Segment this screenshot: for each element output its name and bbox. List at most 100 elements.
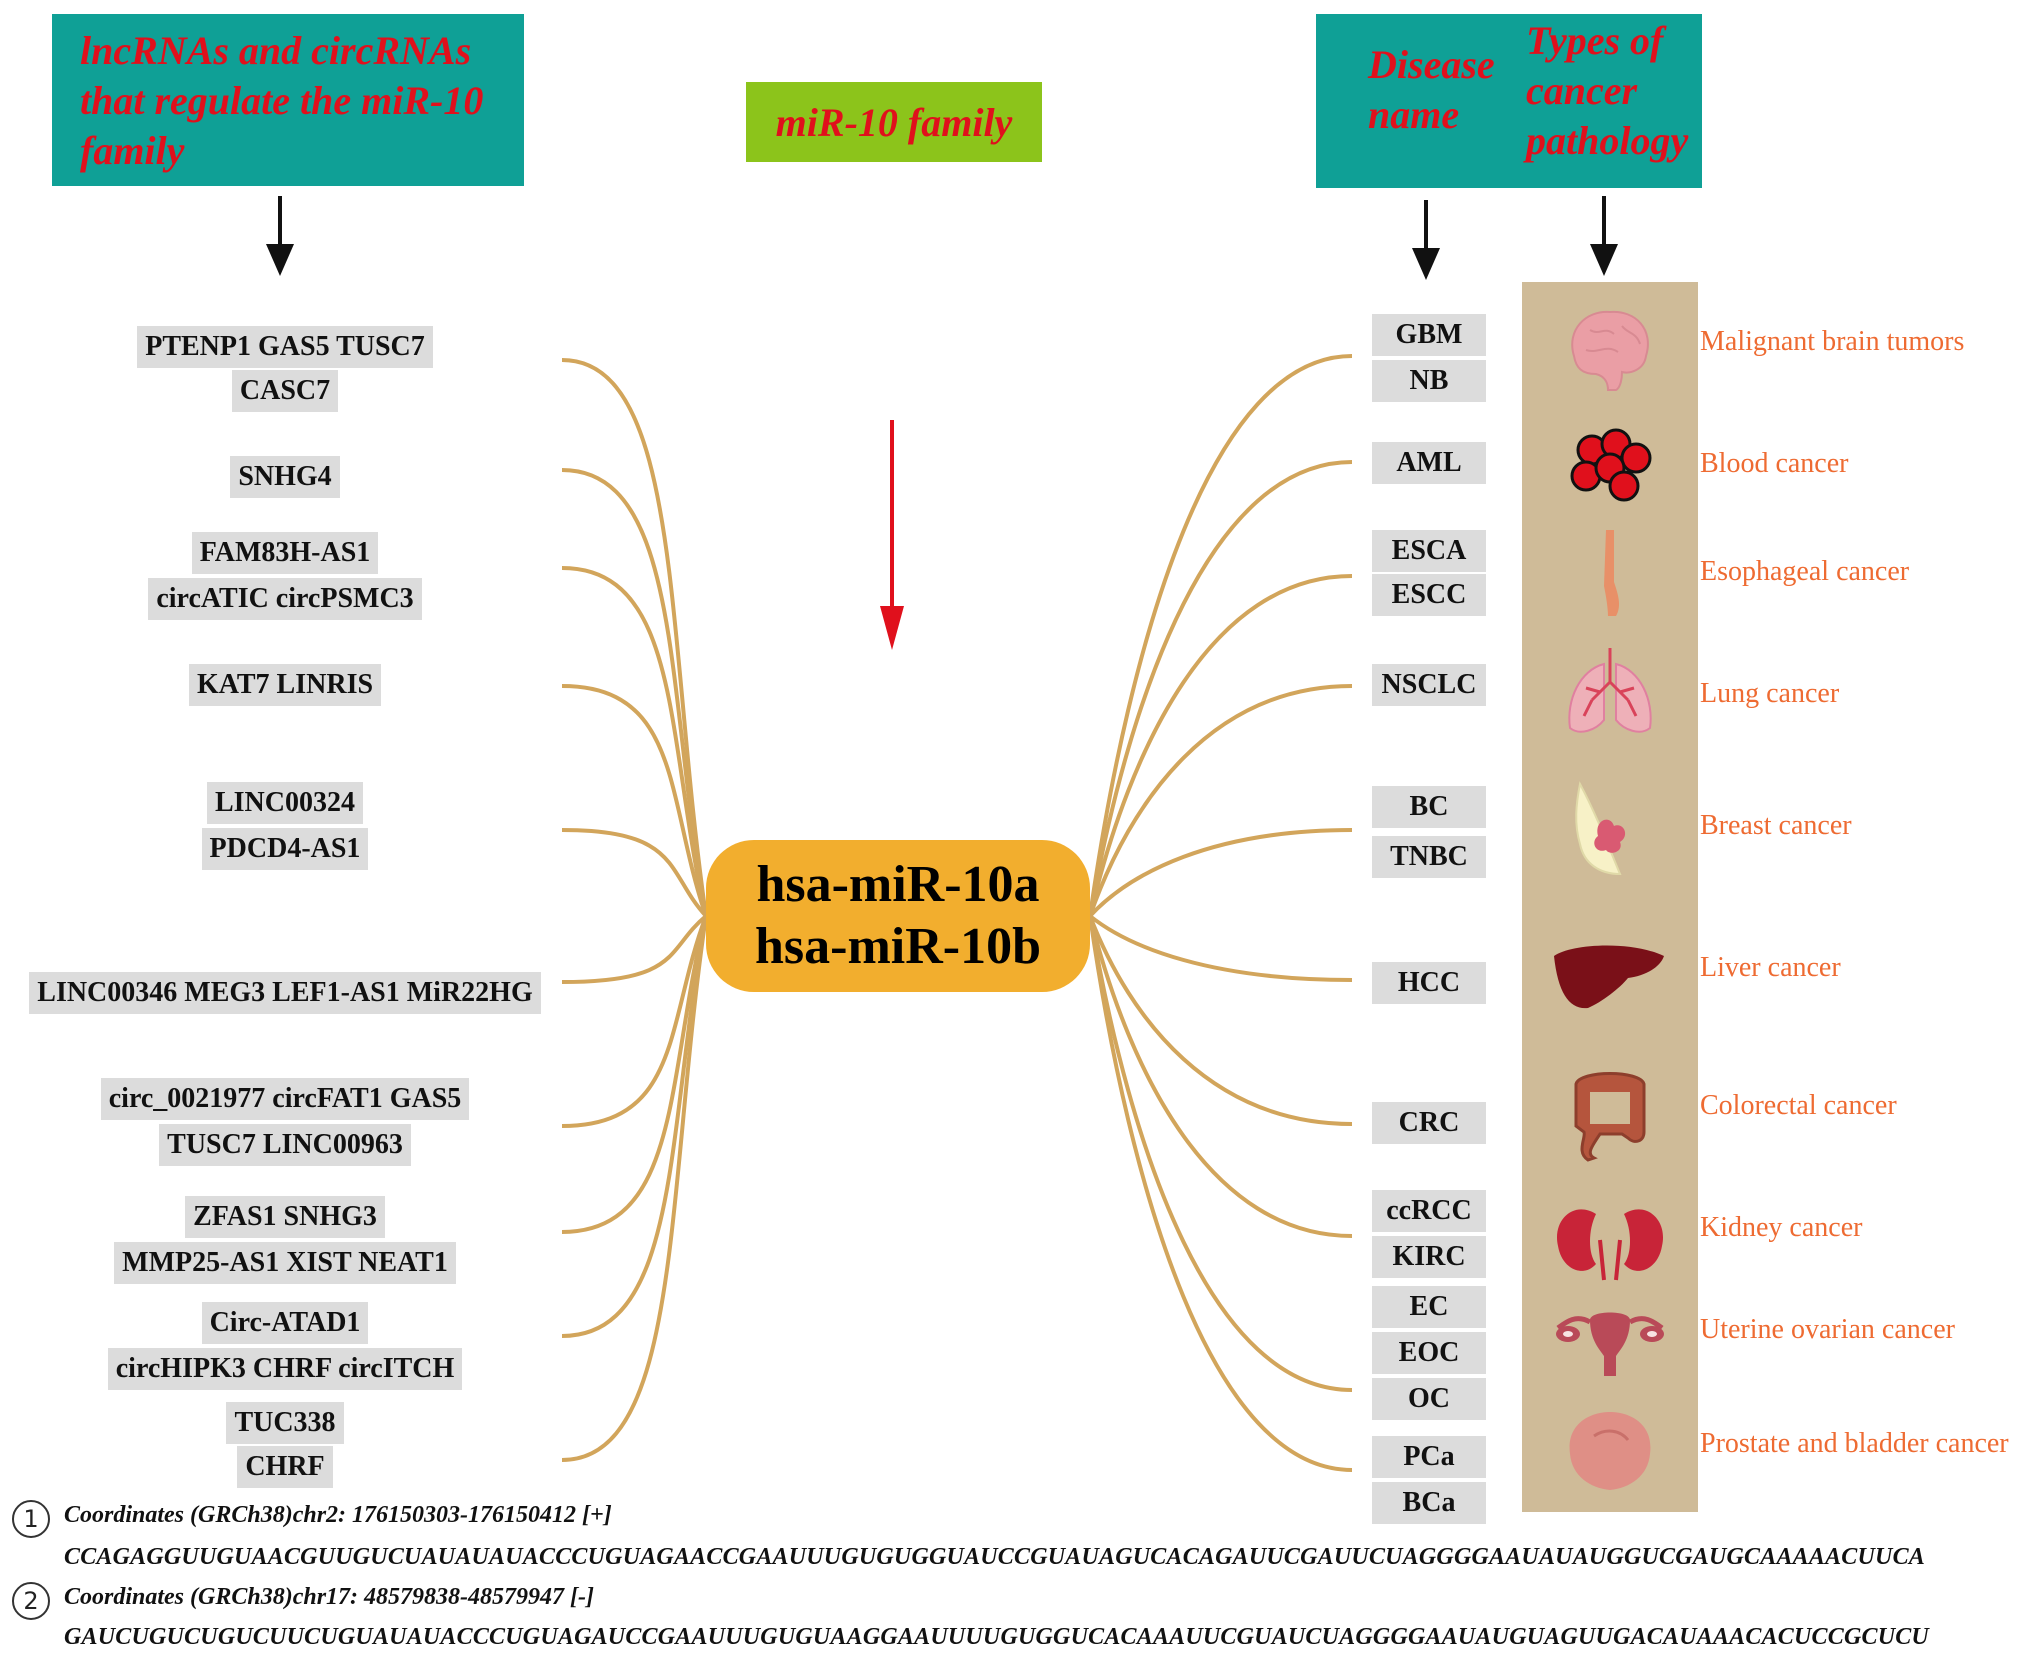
lncrna-connector-curve	[561, 915, 708, 1338]
disease-connector-curve	[1088, 915, 1353, 1472]
disease-abbr-chip: HCC	[1372, 962, 1486, 1004]
sequence-2-bases: GAUCUGUCUGUCUUCUGUAUAUACCCUGUAGAUCCGAAUU…	[64, 1624, 1929, 1650]
black-arrow-pathology	[1590, 196, 1618, 276]
sequence-1-marker: 1	[12, 1500, 50, 1538]
disease-connector-curve	[1088, 915, 1353, 1238]
sequence-2-coordinates: Coordinates (GRCh38)chr17: 48579838-4857…	[64, 1584, 595, 1610]
black-arrow-left	[266, 196, 294, 276]
gene-chip: ZFAS1 SNHG3	[185, 1196, 385, 1238]
disease-abbr-chip: OC	[1372, 1378, 1486, 1420]
lncrna-connector-curve	[561, 915, 708, 1234]
gene-chip: CHRF	[237, 1446, 333, 1488]
lncrna-header-text: lncRNAs and circRNAs that regulate the m…	[80, 28, 484, 173]
mir10-node: hsa-miR-10a hsa-miR-10b	[706, 840, 1090, 992]
cancer-type-label: Liver cancer	[1700, 952, 1841, 983]
cancer-type-label: Kidney cancer	[1700, 1212, 1863, 1243]
gene-row: PDCD4-AS1	[0, 828, 570, 870]
breast-icon	[1575, 781, 1626, 876]
mir10-family-text: miR-10 family	[775, 99, 1013, 145]
cancer-type-label: Colorectal cancer	[1700, 1090, 1897, 1121]
gene-chip: LINC00346 MEG3 LEF1-AS1 MiR22HG	[29, 972, 541, 1014]
uterus-icon	[1556, 1312, 1664, 1376]
gene-row: CHRF	[0, 1446, 570, 1488]
disease-connector-curve	[1088, 828, 1353, 918]
lncrna-connector-curve	[561, 684, 708, 917]
gene-row: MMP25-AS1 XIST NEAT1	[0, 1242, 570, 1284]
gene-chip: TUSC7 LINC00963	[159, 1124, 411, 1166]
disease-abbr-chip: EOC	[1372, 1332, 1486, 1374]
gene-row: LINC00346 MEG3 LEF1-AS1 MiR22HG	[0, 972, 570, 1014]
disease-connector-curve	[1088, 354, 1353, 917]
gene-chip: circ_0021977 circFAT1 GAS5	[100, 1078, 470, 1120]
left-curves	[561, 358, 708, 1462]
mir10a-label: hsa-miR-10a	[756, 856, 1040, 913]
mir10-family-label: miR-10 family	[746, 82, 1042, 162]
gene-chip: PDCD4-AS1	[201, 828, 369, 870]
gene-chip: LINC00324	[206, 782, 363, 824]
right-curves	[1088, 354, 1353, 1472]
disease-abbr-chip: KIRC	[1372, 1236, 1486, 1278]
cancer-type-label: Malignant brain tumors	[1700, 326, 1965, 357]
blood-cells-icon	[1570, 428, 1652, 502]
sequence-1-bases: CCAGAGGUUGUAACGUUGUCUAUAUAUACCCUGUAGAACC…	[64, 1544, 1925, 1570]
cancer-pathology-heading: Types of cancer pathology	[1526, 18, 1689, 163]
cancer-type-label: Breast cancer	[1700, 810, 1852, 841]
disease-abbr-chip: CRC	[1372, 1102, 1486, 1144]
lncrna-connector-curve	[561, 566, 708, 917]
gene-chip: circATIC circPSMC3	[148, 578, 422, 620]
disease-connector-curve	[1088, 915, 1353, 1126]
cancer-type-label: Blood cancer	[1700, 448, 1849, 479]
disease-abbr-chip: GBM	[1372, 314, 1486, 356]
lncrna-connector-curve	[561, 468, 708, 917]
esophagus-icon	[1604, 530, 1620, 616]
disease-abbr-chip: EC	[1372, 1286, 1486, 1328]
disease-abbr-chip: BCa	[1372, 1482, 1486, 1524]
gene-chip: FAM83H-AS1	[191, 532, 379, 574]
disease-header: Disease name Types of cancer pathology	[1316, 14, 1702, 188]
gene-row: TUSC7 LINC00963	[0, 1124, 570, 1166]
sequence-2-marker: 2	[12, 1582, 50, 1620]
disease-connector-curve	[1088, 574, 1353, 917]
gene-chip: KAT7 LINRIS	[188, 664, 382, 706]
gene-row: TUC338	[0, 1402, 570, 1444]
lncrna-connector-curve	[561, 915, 708, 1128]
gene-row: FAM83H-AS1	[0, 532, 570, 574]
cancer-type-label: Uterine ovarian cancer	[1700, 1314, 1955, 1345]
gene-chip: SNHG4	[230, 456, 340, 498]
disease-connector-curve	[1088, 914, 1353, 982]
disease-abbr-chip: PCa	[1372, 1436, 1486, 1478]
cancer-type-label: Lung cancer	[1700, 678, 1840, 709]
gene-chip: PTENP1 GAS5 TUSC7	[137, 326, 433, 368]
black-arrow-disease	[1412, 200, 1440, 280]
gene-row: KAT7 LINRIS	[0, 664, 570, 706]
disease-name-heading: Disease name	[1368, 42, 1495, 137]
disease-connector-curve	[1088, 460, 1353, 917]
gene-row: LINC00324	[0, 782, 570, 824]
disease-abbr-chip: TNBC	[1372, 836, 1486, 878]
disease-abbr-chip: AML	[1372, 442, 1486, 484]
gene-chip: circHIPK3 CHRF circITCH	[107, 1348, 463, 1390]
lncrna-connector-curve	[561, 914, 708, 984]
gene-chip: TUC338	[226, 1402, 344, 1444]
gene-row: SNHG4	[0, 456, 570, 498]
disease-abbr-chip: ccRCC	[1372, 1190, 1486, 1232]
colon-icon	[1574, 1072, 1646, 1162]
cancer-type-label: Esophageal cancer	[1700, 556, 1910, 587]
mir10b-label: hsa-miR-10b	[754, 918, 1042, 975]
lungs-icon	[1568, 648, 1652, 733]
gene-row: circ_0021977 circFAT1 GAS5	[0, 1078, 570, 1120]
lncrna-header: lncRNAs and circRNAs that regulate the m…	[52, 14, 524, 186]
disease-abbr-chip: NB	[1372, 360, 1486, 402]
disease-abbr-chip: BC	[1372, 786, 1486, 828]
organ-panel	[1522, 282, 1698, 1512]
cancer-type-label: Prostate and bladder cancer	[1700, 1428, 2009, 1459]
disease-abbr-chip: ESCA	[1372, 530, 1486, 572]
disease-connector-curve	[1088, 915, 1353, 1392]
gene-row: PTENP1 GAS5 TUSC7	[0, 326, 570, 368]
disease-abbr-chip: NSCLC	[1372, 664, 1486, 706]
brain-icon	[1571, 310, 1649, 391]
kidney-icon	[1556, 1209, 1664, 1281]
gene-row: circATIC circPSMC3	[0, 578, 570, 620]
lncrna-connector-curve	[561, 828, 708, 918]
gene-row: ZFAS1 SNHG3	[0, 1196, 570, 1238]
